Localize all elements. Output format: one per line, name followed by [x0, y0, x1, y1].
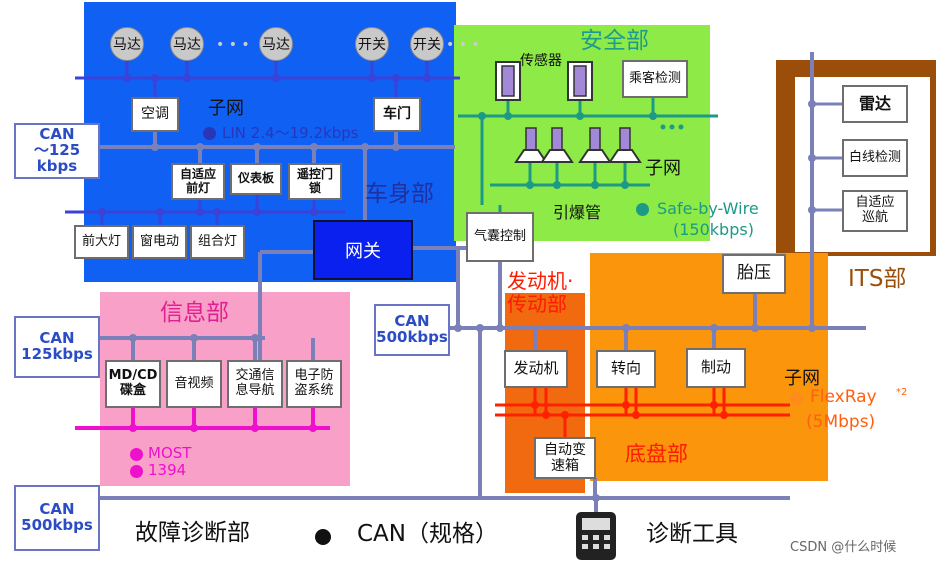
most-dot [130, 448, 143, 461]
can-125-info-label: CAN 125kbps [14, 316, 100, 378]
passenger-detect-node[interactable]: 乘客检测 [622, 60, 688, 98]
combo-light-node[interactable]: 组合灯 [190, 225, 245, 259]
sbw-label: Safe-by-Wire [657, 199, 759, 218]
window-node[interactable]: 窗电动 [132, 225, 187, 259]
sbw-rate-label: (150kbps) [673, 220, 754, 239]
radar-node[interactable]: 雷达 [842, 85, 908, 123]
powertrain-region-label: 发动机· 传动部 [507, 269, 574, 316]
diag-tool-label: 诊断工具 [646, 521, 738, 547]
headlight-node[interactable]: 前大灯 [74, 225, 129, 259]
airbag-control-node[interactable]: 气囊控制 [466, 212, 534, 262]
sensor-icon-right [567, 61, 593, 101]
squib-label: 引爆管 [553, 203, 602, 222]
can-500-mid-label: CAN 500kbps [374, 304, 450, 356]
sensor-icon-left [495, 61, 521, 101]
tire-pressure-node[interactable]: 胎压 [722, 254, 786, 294]
lin-label: LIN 2.4～19.2kbps [222, 124, 359, 142]
safety-region-label: 安全部 [580, 28, 649, 54]
most-label: MOST [148, 444, 192, 462]
squib-icon-1 [514, 127, 548, 163]
can-500-bottom-label: CAN 500kbps [14, 485, 100, 551]
ieee1394-label: 1394 [148, 461, 187, 479]
flexray-sup: *2 [896, 387, 908, 398]
nav-node[interactable]: 交通信 息导航 [227, 360, 283, 408]
switch-1[interactable]: 开关 [355, 27, 389, 61]
transmission-node[interactable]: 自动变 速箱 [534, 437, 596, 479]
flexray-dot [790, 392, 803, 405]
dashboard-node[interactable]: 仪表板 [230, 163, 282, 195]
motor-3[interactable]: 马达 [259, 27, 293, 61]
sbw-dot [636, 203, 649, 216]
info-region-label: 信息部 [160, 300, 229, 326]
adaptive-headlight-node[interactable]: 自适应 前灯 [171, 163, 225, 200]
squib-icon-3 [578, 127, 612, 163]
door-node[interactable]: 车门 [373, 97, 421, 132]
chassis-subnet-label: 子网 [784, 368, 820, 389]
diagnostic-tool-icon [576, 512, 616, 560]
diagnosis-region-label: 故障诊断部 [135, 520, 250, 546]
motor-2[interactable]: 马达 [170, 27, 204, 61]
squib-icon-4 [608, 127, 642, 163]
can-125-label: CAN ～125 kbps [14, 123, 100, 179]
switch-2[interactable]: 开关 [410, 27, 444, 61]
steering-node[interactable]: 转向 [596, 350, 656, 388]
remote-lock-node[interactable]: 遥控门 锁 [288, 163, 342, 200]
body-region-label: 车身部 [365, 181, 434, 207]
switch-ellipsis: • • • [446, 37, 480, 53]
watermark: CSDN @什么时候 [790, 540, 897, 555]
sensor-label: 传感器 [520, 53, 562, 69]
squib-icon-2 [540, 127, 574, 163]
engine-node[interactable]: 发动机 [504, 350, 568, 388]
md-cd-node[interactable]: MD/CD 碟盒 [105, 360, 161, 408]
aircon-node[interactable]: 空调 [131, 97, 179, 132]
anti-theft-node[interactable]: 电子防 盗系统 [286, 360, 342, 408]
gateway-node[interactable]: 网关 [313, 220, 413, 280]
lin-dot [203, 127, 216, 140]
flexray-label: FlexRay [810, 387, 877, 407]
safety-subnet-label: 子网 [645, 158, 681, 179]
av-node[interactable]: 音视频 [166, 360, 222, 408]
ieee1394-dot [130, 465, 143, 478]
flexray-rate-label: (5Mbps) [806, 412, 876, 432]
can-spec-label: CAN（规格） [357, 521, 498, 547]
motor-ellipsis: • • • [216, 37, 250, 53]
motor-1[interactable]: 马达 [110, 27, 144, 61]
can-legend-dot [315, 529, 331, 545]
brake-node[interactable]: 制动 [686, 348, 746, 388]
acc-node[interactable]: 自适应 巡航 [842, 190, 908, 232]
body-subnet-label: 子网 [208, 98, 244, 119]
chassis-region-label: 底盘部 [625, 442, 688, 466]
lane-detect-node[interactable]: 白线检测 [842, 139, 908, 177]
its-region-label: ITS部 [848, 266, 907, 292]
